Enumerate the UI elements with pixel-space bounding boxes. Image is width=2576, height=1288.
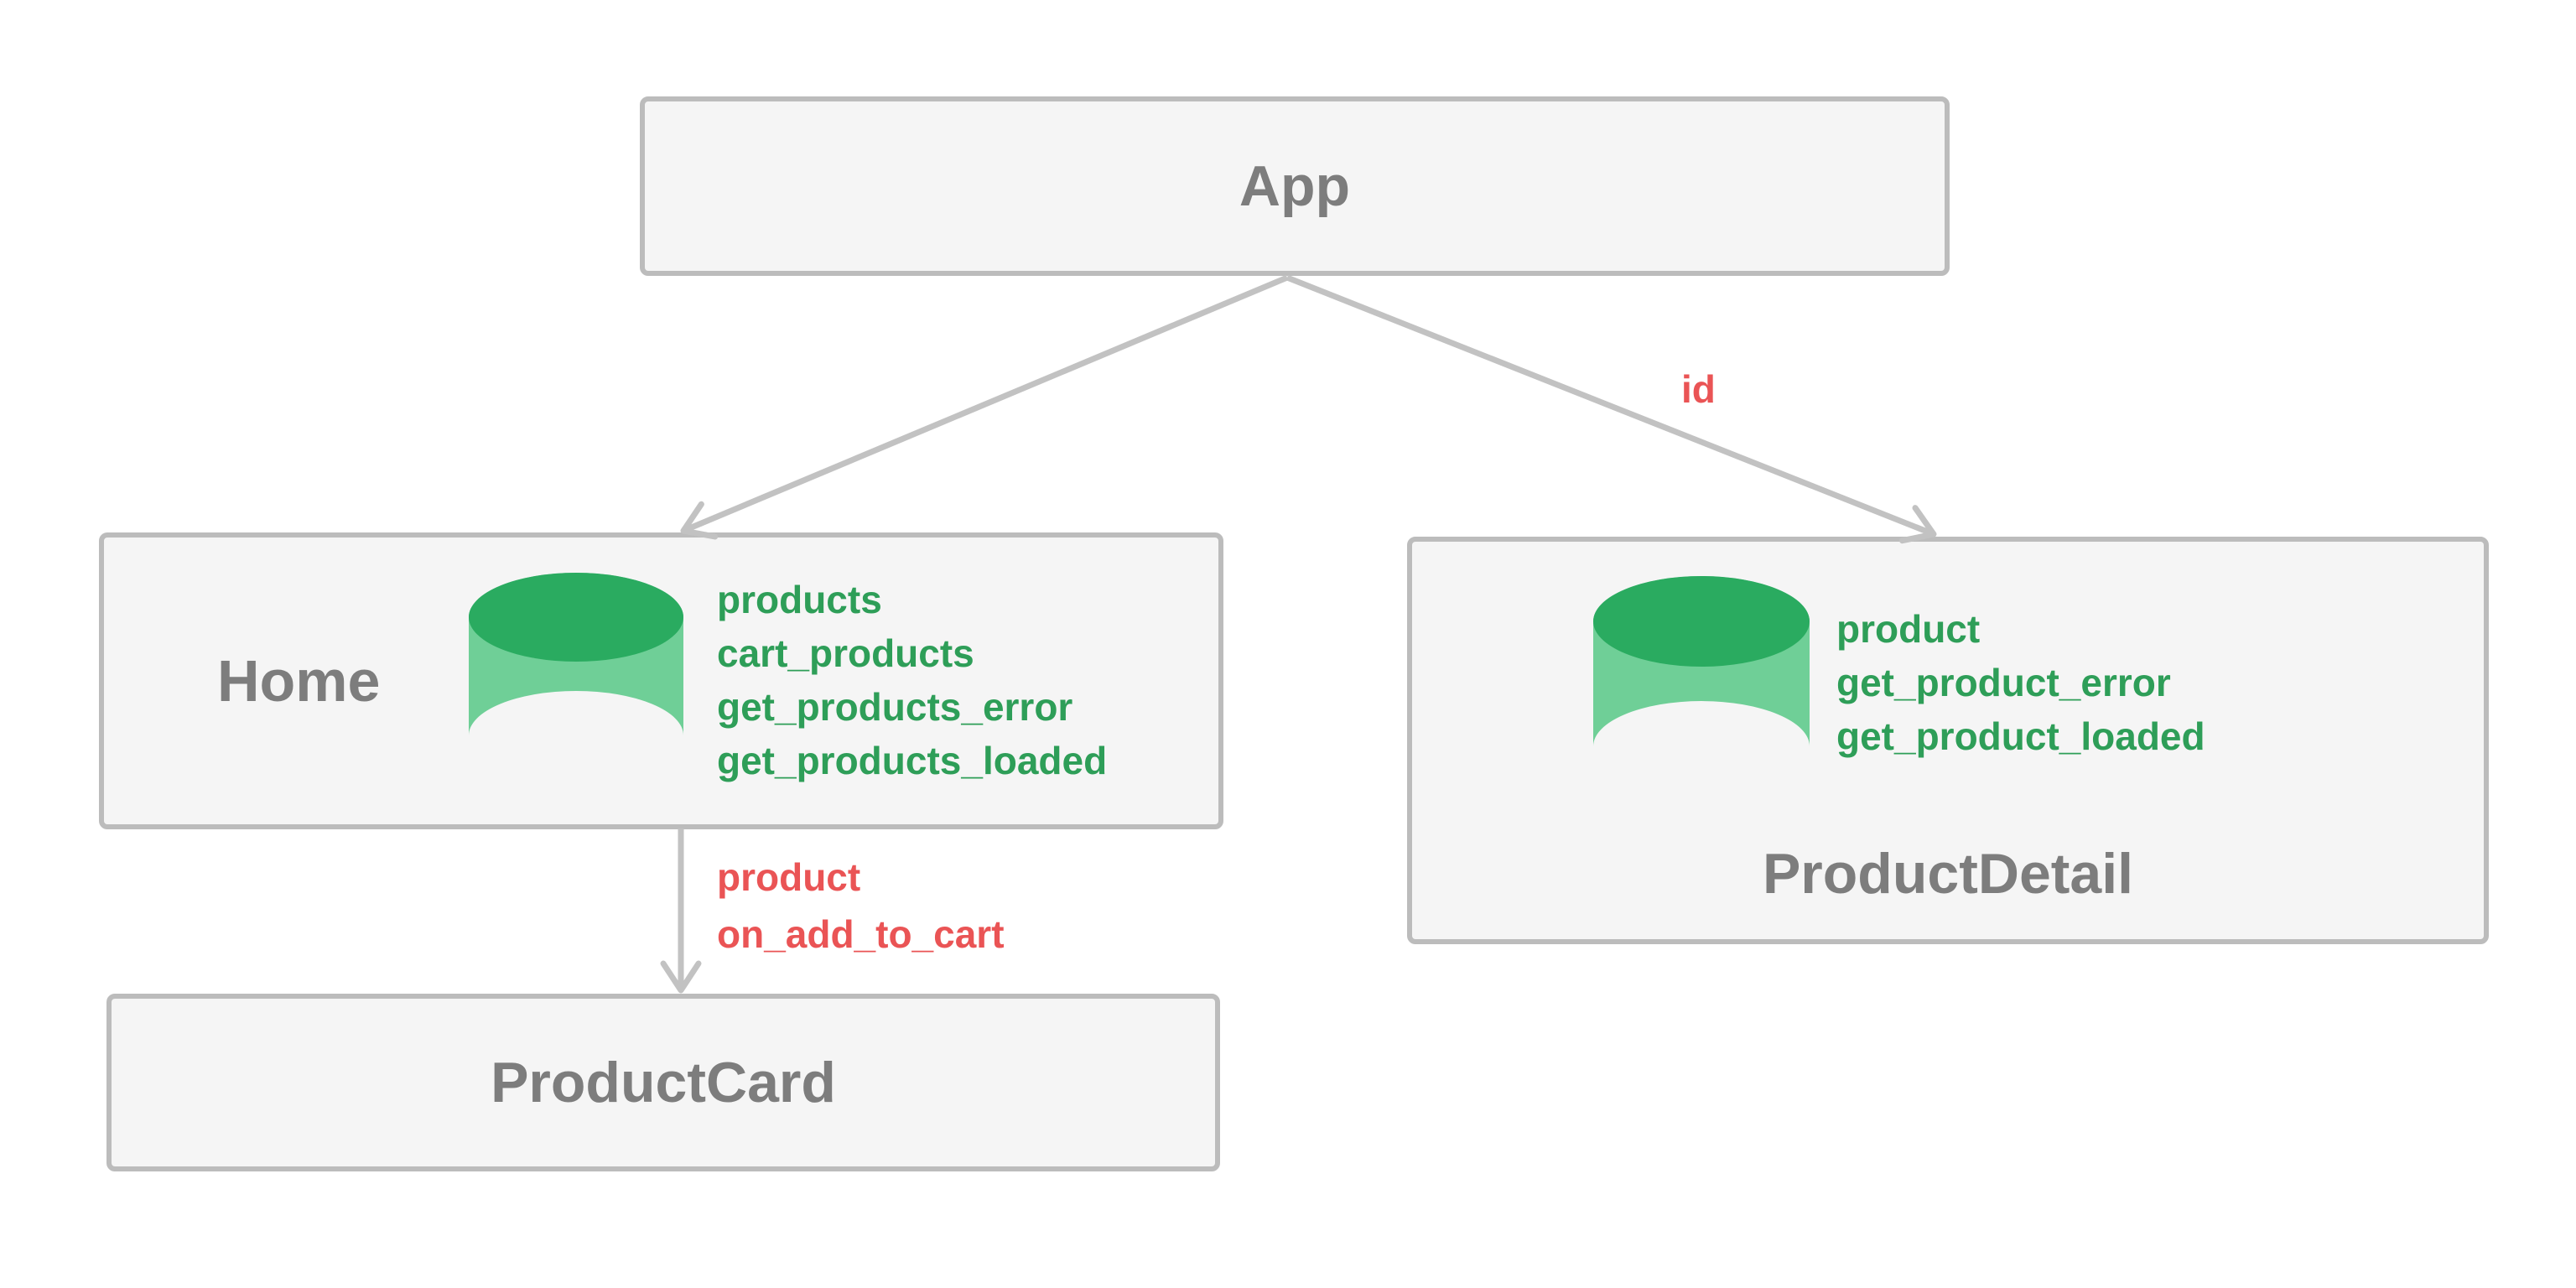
edge-prop-id: id	[1681, 367, 1716, 411]
node-app-label: App	[1239, 154, 1351, 218]
node-home-label: Home	[217, 648, 381, 714]
edge-app-to-home	[680, 274, 1289, 540]
state-item: get_product_loaded	[1836, 714, 2205, 758]
home-state-list: products cart_products get_products_erro…	[717, 573, 1107, 787]
state-item: product	[1836, 607, 1981, 651]
state-item: cart_products	[717, 631, 974, 675]
edge-prop-product: product	[717, 855, 861, 899]
node-app: App	[640, 96, 1950, 276]
node-product-detail: product get_product_error get_product_lo…	[1407, 537, 2489, 944]
state-item: get_products_loaded	[717, 739, 1108, 782]
state-item: get_products_error	[717, 685, 1073, 729]
state-item: products	[717, 578, 882, 621]
edge-prop-on-add-to-cart: on_add_to_cart	[717, 912, 1005, 956]
edge-app-to-product-detail	[1285, 274, 1937, 544]
node-product-detail-label: ProductDetail	[1762, 842, 2134, 906]
node-home: Home products cart_products get_products…	[99, 532, 1223, 829]
node-product-card: ProductCard	[106, 994, 1220, 1171]
node-product-card-label: ProductCard	[491, 1051, 836, 1114]
state-item: get_product_error	[1836, 661, 2171, 704]
product-detail-state-list: product get_product_error get_product_lo…	[1836, 602, 2205, 763]
